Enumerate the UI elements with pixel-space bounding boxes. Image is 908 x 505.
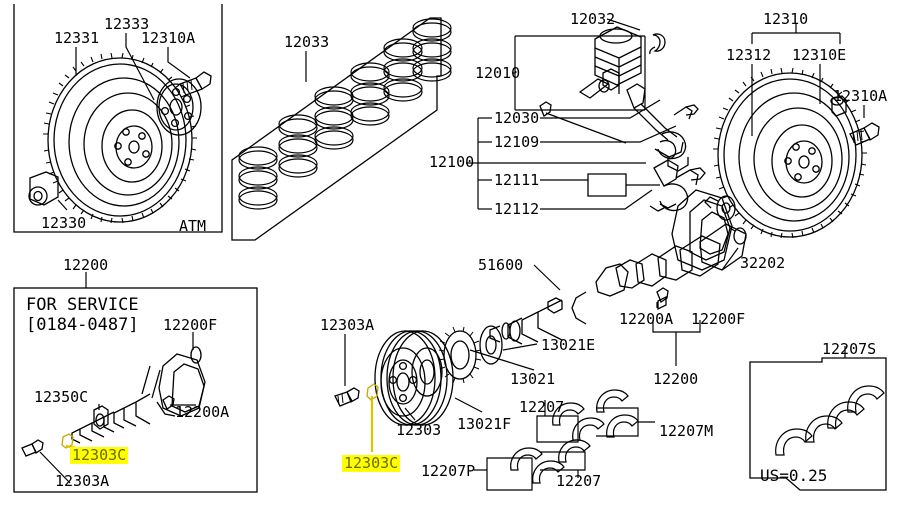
part-label-51600[interactable]: 51600 — [478, 256, 524, 274]
part-label-13021F[interactable]: 13021F — [457, 415, 512, 433]
crankshaft-graphic — [489, 189, 747, 345]
service-crankshaft-graphic — [71, 353, 206, 444]
for-service-heading-line1: FOR SERVICE — [26, 295, 139, 315]
part-label-13021E[interactable]: 13021E — [541, 336, 596, 354]
part-label-12350C[interactable]: 12350C — [34, 388, 89, 406]
spacer-13021F-graphic — [411, 347, 443, 397]
part-label-12200A-mid[interactable]: 12200A — [619, 310, 674, 328]
leaders-pulley — [344, 334, 483, 421]
pulley-bolt-12303A-graphic — [334, 387, 360, 407]
part-label-12112[interactable]: 12112 — [494, 200, 540, 218]
part-label-12207S[interactable]: 12207S — [822, 340, 877, 358]
atm-corner-tag: ATM — [179, 217, 207, 235]
pilot-bushing-graphic — [28, 171, 59, 206]
part-label-12207P[interactable]: 12207P — [421, 462, 476, 480]
part-label-12330[interactable]: 12330 — [41, 214, 87, 232]
bolt-12310A-left-graphic — [179, 71, 212, 96]
leaders-rod — [478, 18, 677, 210]
crank-pulley-graphic — [374, 330, 454, 426]
leaders-topleft — [57, 33, 191, 211]
bolt-12200F-graphic — [729, 227, 747, 245]
part-label-12032[interactable]: 12032 — [570, 10, 616, 28]
service-washer-12303C-graphic — [61, 433, 74, 449]
drive-plate-graphic — [156, 78, 202, 136]
part-label-12303A-mid[interactable]: 12303A — [320, 316, 375, 334]
part-label-12331[interactable]: 12331 — [54, 29, 100, 47]
part-label-12303C-highlighted-service[interactable]: 12303C — [70, 446, 129, 464]
atm-panel-border — [13, 4, 223, 233]
part-label-12030[interactable]: 12030 — [494, 109, 540, 127]
piston-pin-graphic — [578, 78, 610, 99]
pulley-washer-12303C-graphic — [366, 383, 379, 401]
part-label-13021[interactable]: 13021 — [510, 370, 556, 388]
connecting-rod-lower-graphic — [587, 159, 706, 212]
part-label-12207M[interactable]: 12207M — [659, 422, 714, 440]
part-label-12109[interactable]: 12109 — [494, 133, 540, 151]
part-label-12310[interactable]: 12310 — [763, 10, 809, 28]
undersize-panel-border — [749, 357, 887, 491]
washer-13021E-graphic — [479, 325, 503, 365]
bolt-12200A-graphic — [656, 287, 669, 311]
undersize-spec-text: US=0.25 — [760, 466, 828, 485]
flywheel-right-graphic — [713, 67, 867, 239]
part-label-12111[interactable]: 12111 — [494, 171, 540, 189]
for-service-heading-line2: [0184-0487] — [26, 315, 139, 335]
bushing-51600-graphic — [547, 297, 563, 314]
bracket-12207M — [596, 407, 655, 437]
part-label-32202[interactable]: 32202 — [740, 254, 786, 272]
flywheel-left-graphic — [43, 52, 197, 224]
part-label-12207-bottom[interactable]: 12207 — [556, 472, 602, 490]
dowel-12310E-graphic — [830, 95, 847, 117]
bracket-12207-bottom — [540, 451, 586, 478]
service-bolt-12303A-graphic — [21, 439, 44, 457]
part-label-12310E[interactable]: 12310E — [792, 46, 847, 64]
bracket-12207P — [474, 457, 533, 491]
part-label-12200F-service[interactable]: 12200F — [163, 316, 218, 334]
timing-gear-13021-graphic — [438, 326, 482, 384]
part-label-12200-mid[interactable]: 12200 — [653, 370, 699, 388]
connecting-rod-upper-graphic — [539, 83, 699, 172]
part-label-12200-group[interactable]: 12200 — [63, 256, 109, 274]
part-label-12303C-highlighted-center[interactable]: 12303C — [342, 454, 401, 472]
part-label-12303A-service[interactable]: 12303A — [55, 472, 110, 490]
part-label-12333[interactable]: 12333 — [104, 15, 150, 33]
part-label-12312[interactable]: 12312 — [726, 46, 772, 64]
part-label-12200F-mid[interactable]: 12200F — [691, 310, 746, 328]
leaders-service — [39, 332, 196, 484]
leaders-crank — [469, 247, 739, 371]
part-label-12100[interactable]: 12100 — [429, 153, 475, 171]
part-label-12310A-right[interactable]: 12310A — [833, 87, 888, 105]
service-bolt-12200A-graphic — [162, 395, 175, 410]
part-label-12207-top[interactable]: 12207 — [519, 398, 565, 416]
service-plug-12200F-graphic — [190, 346, 202, 364]
bracket-12207-top — [536, 400, 579, 443]
bracket-12310 — [751, 24, 865, 136]
part-label-12310A-left[interactable]: 12310A — [141, 29, 196, 47]
part-label-12033[interactable]: 12033 — [284, 33, 330, 51]
part-label-12200A-service[interactable]: 12200A — [175, 403, 230, 421]
part-label-12303[interactable]: 12303 — [396, 421, 442, 439]
service-pilot-12350C-graphic — [93, 405, 109, 430]
for-service-panel-border — [13, 287, 258, 493]
undersize-bearing-shells — [775, 385, 885, 456]
piston-graphic — [594, 26, 642, 94]
bolt-12310A-right-graphic — [849, 122, 880, 146]
part-label-12010[interactable]: 12010 — [475, 64, 521, 82]
sensor-32202-graphic — [704, 195, 736, 221]
snapring-12032-graphic — [649, 33, 666, 55]
piston-ring-stacks — [238, 18, 452, 210]
